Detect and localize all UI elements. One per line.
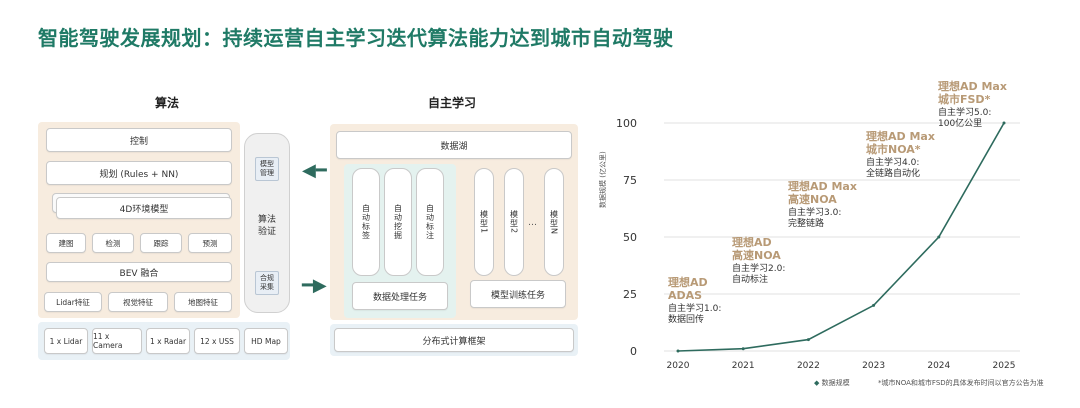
distributed-label: 分布式计算框架 [422, 336, 486, 347]
annotation-body: 自主学习5.0: 100亿公里 [938, 108, 992, 129]
processing-col-2: 自动挖掘 [384, 168, 412, 276]
legend-label: 数据规模 [821, 379, 850, 387]
processing-task-label: 数据处理任务 [372, 292, 427, 303]
processing-col-label: 自动标注 [425, 204, 435, 240]
model-train-label: 模型训练任务 [490, 290, 545, 301]
sensor-label: 1 x Radar [149, 336, 187, 346]
ellipsis-icon: … [528, 218, 537, 228]
data-lake-label: 数据湖 [440, 141, 468, 152]
series-line [677, 122, 1005, 352]
task-mapping: 建图 [46, 233, 86, 253]
data-point [676, 349, 680, 353]
feature-map: 地图特征 [174, 292, 232, 312]
distributed-box: 分布式计算框架 [334, 328, 574, 352]
algo-panel [38, 122, 240, 318]
sensor-label: 11 x Camera [93, 332, 123, 350]
data-point [937, 235, 941, 239]
sensor-hdmap: HD Map [244, 328, 288, 354]
chart-annotation: 理想AD Max 城市NOA*自主学习4.0: 全链路自动化 [866, 130, 935, 180]
annotation-head: 理想AD Max 城市FSD* [938, 80, 1007, 106]
y-tick-label: 0 [630, 345, 637, 358]
annotation-head: 理想AD Max 城市NOA* [866, 130, 935, 156]
sensor-camera: 11 x Camera [92, 328, 142, 354]
x-tick-label: 2023 [862, 361, 885, 371]
data-lake-box: 数据湖 [336, 131, 572, 159]
processing-col-label: 自动标签 [361, 204, 371, 240]
task-label: 建图 [58, 238, 74, 248]
x-tick-label: 2025 [993, 361, 1016, 371]
processing-col-3: 自动标注 [416, 168, 444, 276]
model-train-box: 模型训练任务 [470, 280, 566, 308]
sensor-lidar: 1 x Lidar [44, 328, 88, 354]
arrow-right-icon: ━▶ [302, 275, 327, 296]
page-title: 智能驾驶发展规划：持续运营自主学习迭代算法能力达到城市自动驾驶 [38, 26, 674, 50]
annotation-body: 自主学习4.0: 全链路自动化 [866, 158, 921, 179]
chart-annotation: 理想AD Max 城市FSD*自主学习5.0: 100亿公里 [938, 80, 1007, 130]
model-col-label: 模型1 [479, 209, 489, 235]
y-tick-label: 100 [616, 117, 637, 130]
task-label: 预测 [202, 238, 218, 248]
processing-task-box: 数据处理任务 [352, 282, 448, 310]
model4d-box: 4D环境模型 [56, 197, 232, 219]
sensor-uss: 12 x USS [194, 328, 240, 354]
bev-label: BEV 融合 [119, 268, 159, 279]
y-tick-label: 75 [623, 174, 637, 187]
model-col-1: 模型1 [474, 168, 494, 276]
model4d-label: 4D环境模型 [119, 204, 169, 215]
feature-lidar: Lidar特征 [44, 292, 102, 312]
algo-heading: 算法 [155, 96, 180, 110]
annotation-body: 自主学习2.0: 自动标注 [732, 264, 786, 285]
x-tick-label: 2020 [667, 361, 690, 371]
model-col-label: 模型2 [509, 209, 519, 235]
data-point [872, 303, 876, 307]
task-label: 检测 [105, 238, 121, 248]
feature-label: 视觉特征 [123, 297, 153, 307]
x-tick-label: 2024 [927, 361, 950, 371]
model-mgmt-tag: 模型 管理 [255, 157, 279, 181]
algo-validation-label: 算法 验证 [257, 215, 276, 237]
model-col-2: 模型2 [504, 168, 524, 276]
annotation-head: 理想AD 高速NOA [732, 236, 781, 262]
legend-marker-icon: ◆ [814, 379, 820, 387]
x-tick-label: 2021 [732, 361, 755, 371]
bev-box: BEV 融合 [46, 262, 232, 282]
y-tick-label: 25 [623, 288, 637, 301]
feature-vision: 视觉特征 [108, 292, 168, 312]
sensor-radar: 1 x Radar [146, 328, 190, 354]
self-learning-heading: 自主学习 [428, 96, 477, 110]
task-detection: 检测 [92, 233, 134, 253]
model-col-label: 模型N [549, 209, 559, 235]
feature-label: Lidar特征 [56, 297, 90, 307]
model-col-n: 模型N [544, 168, 564, 276]
annotation-head: 理想AD ADAS [668, 276, 708, 302]
y-tick-label: 50 [623, 231, 637, 244]
data-point [806, 338, 810, 342]
planning-label: 规划 (Rules + NN) [99, 169, 179, 180]
arrow-left-icon: ◀━ [302, 160, 327, 181]
task-label: 跟踪 [153, 238, 169, 248]
feature-label: 地图特征 [188, 297, 218, 307]
planning-box: 规划 (Rules + NN) [46, 161, 232, 185]
sensor-label: 12 x USS [200, 336, 234, 346]
data-point [741, 347, 745, 351]
task-tracking: 跟踪 [140, 233, 182, 253]
sensor-label: 1 x Lidar [49, 336, 83, 346]
annotation-head: 理想AD Max 高速NOA [788, 180, 857, 206]
processing-col-label: 自动挖掘 [393, 204, 403, 240]
x-tick-label: 2022 [797, 361, 820, 371]
compliance-collect-tag: 合规 采集 [255, 271, 279, 295]
annotation-body: 自主学习3.0: 完整链路 [788, 208, 842, 229]
annotation-body: 自主学习1.0: 数据回传 [668, 304, 722, 325]
sensor-label: HD Map [251, 336, 281, 346]
chart-legend: ◆ 数据规模 [814, 378, 850, 388]
processing-col-1: 自动标签 [352, 168, 380, 276]
chart-footnote: *城市NOA和城市FSD的具体发布时间以官方公告为准 [878, 379, 1044, 387]
task-prediction: 预测 [188, 233, 232, 253]
control-box: 控制 [46, 128, 232, 152]
chart-ylabel: 数据规模 (亿公里) [599, 151, 607, 208]
control-label: 控制 [129, 136, 148, 147]
